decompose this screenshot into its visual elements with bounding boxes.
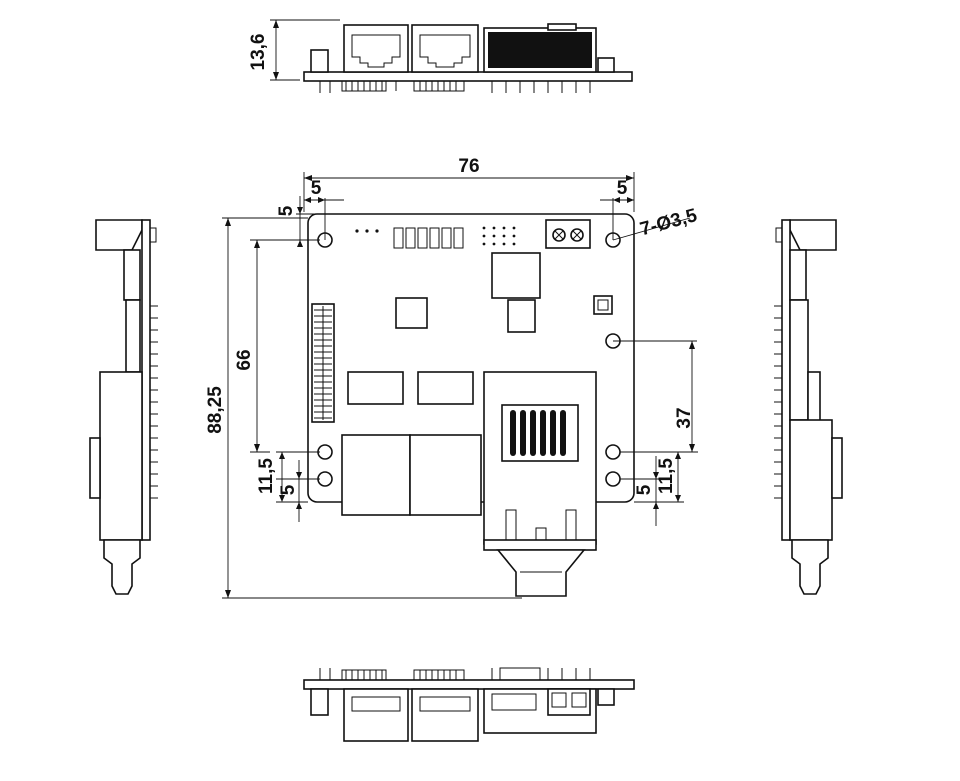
pin-header [314, 306, 332, 420]
label-top-height: 13,6 [248, 34, 269, 71]
label-width-total: 76 [458, 156, 479, 177]
label-hole-offset-top: 5 [276, 205, 297, 216]
label-hole-offset-left: 5 [311, 178, 322, 199]
label-right-lower-b: 11,5 [656, 458, 677, 494]
label-height-total: 88,25 [205, 386, 226, 434]
label-hole-spec: 7-Ø3,5 [638, 205, 700, 240]
left-side-view [89, 219, 158, 595]
label-right-hole-span: 37 [674, 407, 695, 428]
top-profile-view: 13,6 [248, 19, 633, 93]
bottom-profile-view [303, 667, 635, 742]
main-board-view: 76 5 5 5 7-Ø3,5 66 88,25 11,5 5 37 5 11,… [205, 156, 700, 599]
label-right-lower-a: 5 [634, 484, 655, 495]
right-side-view [774, 219, 843, 595]
label-hole-offset-right: 5 [617, 178, 628, 199]
label-left-lower-a: 11,5 [256, 458, 277, 494]
label-left-lower-b: 5 [278, 484, 299, 495]
label-hole-span-vertical: 66 [234, 349, 255, 370]
dimension-lines [222, 172, 698, 599]
